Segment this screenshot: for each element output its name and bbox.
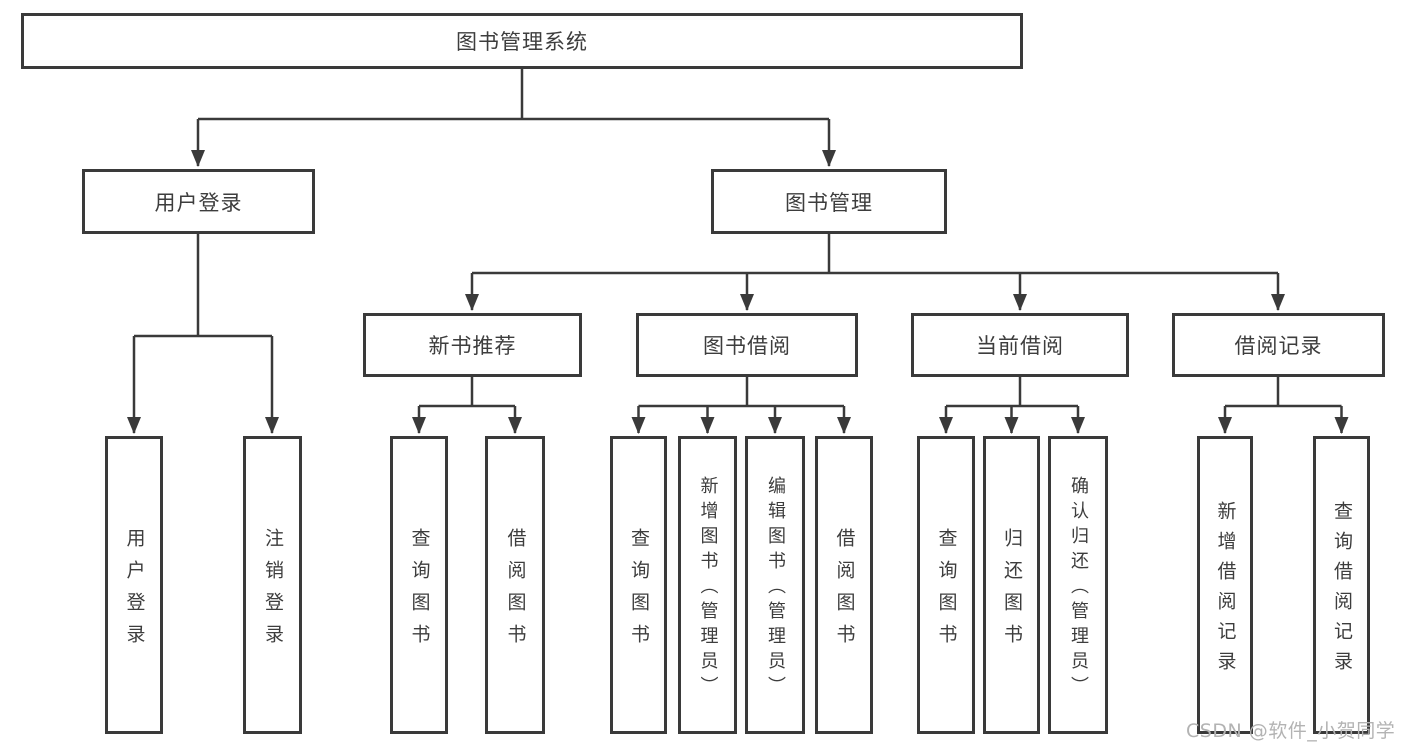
node-label: 归还图书 bbox=[1001, 527, 1023, 656]
node-label: 查询图书 bbox=[628, 527, 650, 656]
node-label: 查询图书 bbox=[935, 527, 958, 656]
node-query-borrowing-record: 查询借阅记录 bbox=[1313, 436, 1370, 734]
node-label: 编辑图书（管理员） bbox=[765, 476, 786, 701]
node-query-books-1: 查询图书 bbox=[390, 436, 448, 734]
node-user-login-leaf: 用户登录 bbox=[105, 436, 163, 734]
node-book-management: 图书管理 bbox=[711, 169, 947, 234]
node-label: 新增借阅记录 bbox=[1214, 500, 1237, 681]
node-label: 图书管理系统 bbox=[456, 30, 588, 54]
node-borrow-books-2: 借阅图书 bbox=[815, 436, 873, 734]
node-label: 借阅图书 bbox=[504, 527, 527, 656]
node-current-borrowing: 当前借阅 bbox=[911, 313, 1129, 377]
node-confirm-return-admin: 确认归还（管理员） bbox=[1048, 436, 1108, 734]
node-label: 新书推荐 bbox=[428, 334, 517, 358]
node-add-borrowing-record: 新增借阅记录 bbox=[1197, 436, 1253, 734]
node-label: 注销登录 bbox=[262, 527, 284, 656]
node-add-books-admin: 新增图书（管理员） bbox=[678, 436, 737, 734]
node-query-books-2: 查询图书 bbox=[610, 436, 667, 734]
node-user-login: 用户登录 bbox=[82, 169, 315, 234]
node-query-books-3: 查询图书 bbox=[917, 436, 975, 734]
node-label: 查询借阅记录 bbox=[1331, 500, 1353, 681]
node-logout: 注销登录 bbox=[243, 436, 302, 734]
node-label: 用户登录 bbox=[123, 527, 146, 656]
node-label: 图书管理 bbox=[785, 190, 873, 215]
node-return-books: 归还图书 bbox=[983, 436, 1040, 734]
node-library-management-system: 图书管理系统 bbox=[21, 13, 1023, 69]
node-label: 借阅记录 bbox=[1234, 334, 1323, 358]
node-borrow-books-1: 借阅图书 bbox=[485, 436, 545, 734]
node-label: 用户登录 bbox=[154, 190, 243, 215]
node-label: 查询图书 bbox=[408, 527, 431, 656]
node-borrowing-records: 借阅记录 bbox=[1172, 313, 1385, 377]
node-edit-books-admin: 编辑图书（管理员） bbox=[745, 436, 805, 734]
csdn-watermark: CSDN @软件_小贺同学 bbox=[1186, 720, 1396, 742]
node-book-borrowing: 图书借阅 bbox=[636, 313, 858, 377]
node-label: 确认归还（管理员） bbox=[1068, 476, 1089, 701]
node-label: 借阅图书 bbox=[833, 527, 856, 656]
node-new-book-recommendation: 新书推荐 bbox=[363, 313, 582, 377]
node-label: 当前借阅 bbox=[976, 334, 1064, 358]
node-label: 图书借阅 bbox=[703, 334, 791, 358]
node-label: 新增图书（管理员） bbox=[697, 476, 719, 701]
